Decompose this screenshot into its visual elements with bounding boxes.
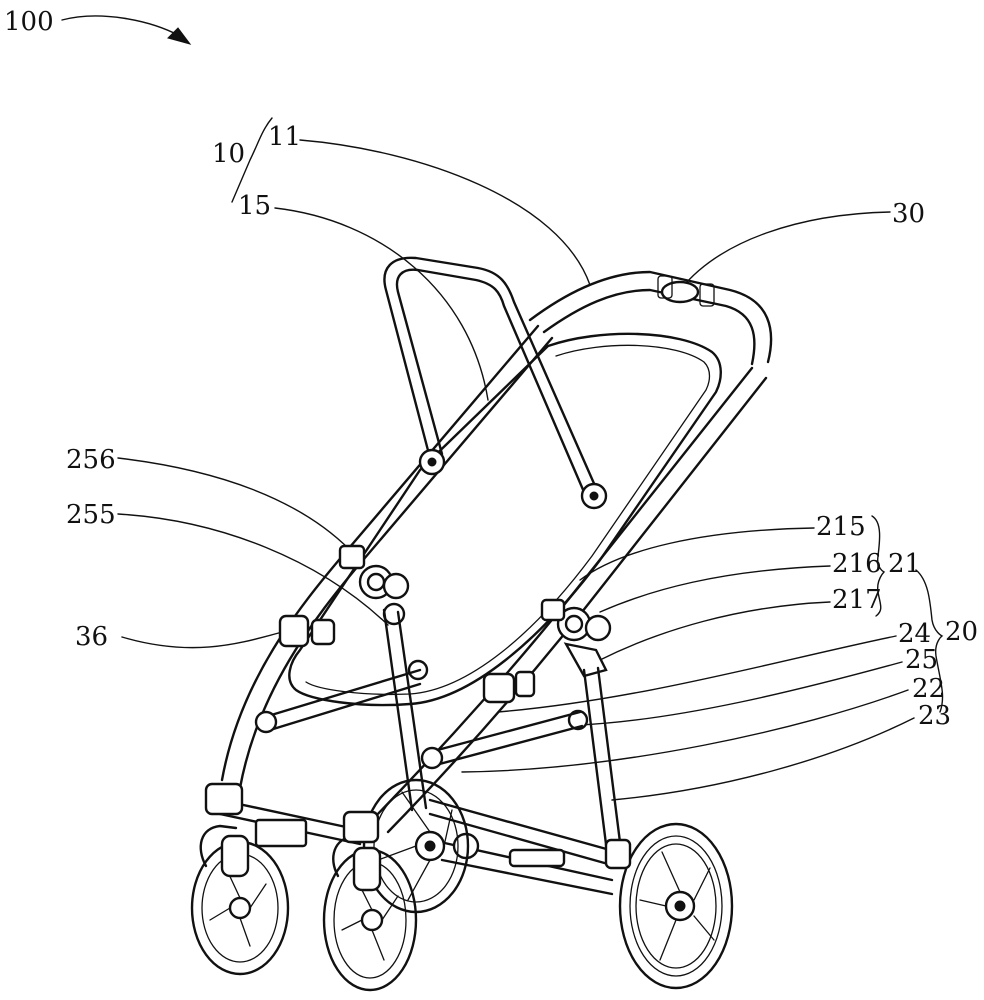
right-joint-assembly: [540, 598, 612, 678]
bracket-10: [231, 117, 273, 203]
label-100: 100: [4, 7, 54, 37]
label-216: 216: [832, 549, 882, 579]
front-left-caster: [220, 834, 250, 878]
label-23: 23: [918, 701, 951, 731]
label-22: 22: [912, 674, 945, 704]
cross-bars: [218, 668, 612, 866]
front-right-wheel: [322, 834, 418, 992]
seat-frame: [288, 332, 722, 707]
front-right-caster: [352, 846, 382, 892]
label-10: 10: [212, 139, 245, 169]
rear-axle: [254, 818, 614, 896]
label-11: 11: [268, 122, 301, 152]
handle-bar: [528, 270, 773, 366]
front-fork-housings: [204, 782, 632, 870]
label-21: 21: [888, 549, 921, 579]
side-release-36: [278, 614, 536, 704]
bracket-20: [915, 569, 944, 713]
left-joint-assembly: [338, 544, 410, 626]
handle-control-button: [660, 280, 700, 304]
label-24: 24: [898, 619, 931, 649]
label-217: 217: [832, 585, 882, 615]
assembly-arrow: [61, 15, 192, 45]
front-left-wheel: [190, 824, 290, 976]
label-15: 15: [238, 191, 271, 221]
brake-pedal: [508, 848, 566, 868]
label-20: 20: [945, 617, 978, 647]
label-25: 25: [905, 645, 938, 675]
rear-legs: [382, 608, 624, 862]
rear-left-wheel: [362, 778, 470, 914]
bracket-21: [871, 515, 886, 617]
label-256: 256: [66, 445, 116, 475]
rear-right-wheel: [618, 822, 734, 990]
label-30: 30: [892, 199, 925, 229]
label-36: 36: [75, 622, 108, 652]
axle-clamp: [254, 818, 308, 848]
leader-lines: [117, 139, 915, 801]
label-215: 215: [816, 512, 866, 542]
label-255: 255: [66, 500, 116, 530]
canopy-bow: [383, 256, 608, 510]
